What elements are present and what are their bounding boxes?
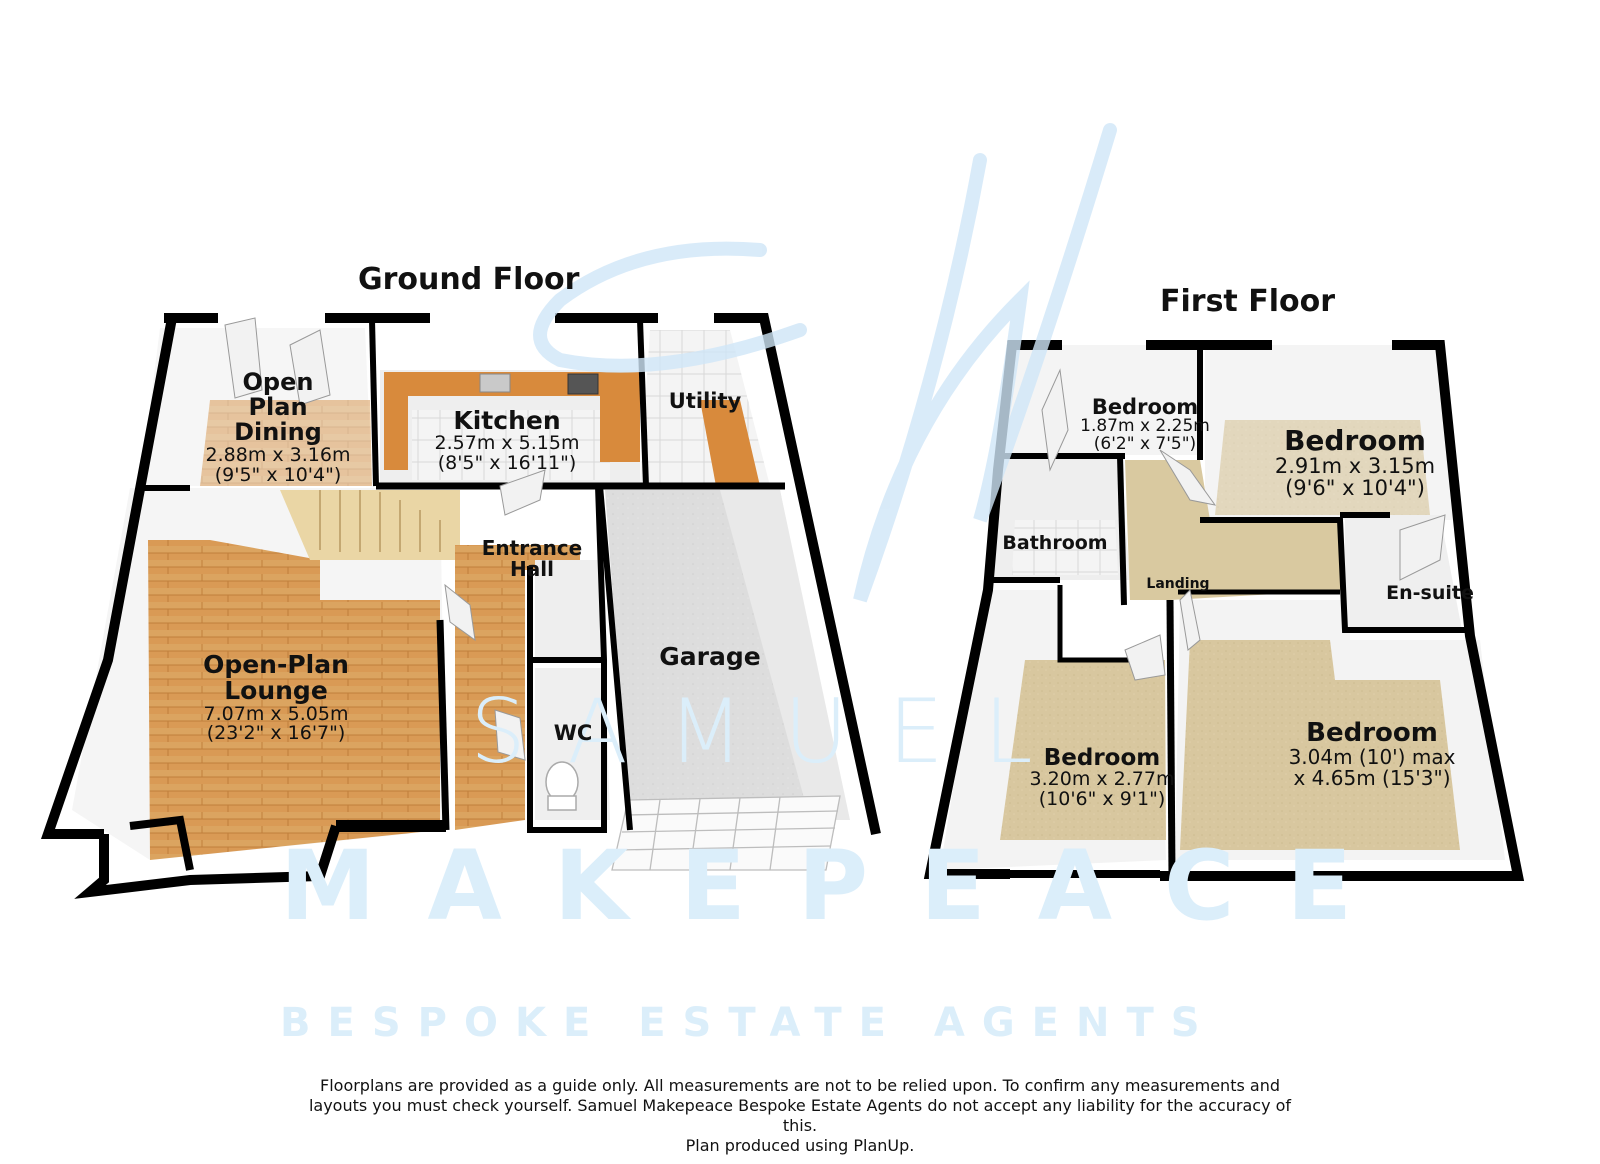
disclaimer-line-2: layouts you must check yourself. Samuel … (308, 1096, 1292, 1115)
disclaimer-line-4: Plan produced using PlanUp. (685, 1136, 915, 1155)
ensuite-label: En-suite (1370, 582, 1490, 604)
small-bedroom-dim-m: 1.87m x 2.25m (1080, 416, 1210, 437)
dining-name-2: Plan (248, 393, 308, 422)
garage-label: Garage (650, 642, 770, 671)
kitchen-tile-floor (412, 410, 610, 480)
watermark-logo (533, 123, 1117, 603)
rear-bedroom-dim-ft: (9'6" x 10'4") (1285, 476, 1425, 501)
landing-floor (1125, 460, 1345, 600)
main-bedroom-dim-2: x 4.65m (15'3") (1293, 766, 1451, 791)
wc-label: WC (548, 722, 598, 744)
lounge-name-2: Lounge (224, 676, 328, 706)
cupboard-floor (535, 560, 600, 660)
small-bedroom-name: Bedroom (1091, 395, 1199, 419)
dining-name-3: Dining (234, 418, 322, 447)
dining-dim-ft: (9'5" x 10'4") (214, 463, 342, 486)
entrance-hall-name-2: Hall (510, 557, 554, 581)
disclaimer-line-3: this. (782, 1116, 818, 1135)
left-bedroom-name: Bedroom (1043, 745, 1161, 771)
lounge-dim-m: 7.07m x 5.05m (203, 702, 349, 725)
small-bedroom-label: Bedroom 1.87m x 2.25m (6'2" x 7'5") (1070, 396, 1220, 454)
lounge-name-1: Open-Plan (203, 650, 349, 679)
stair-treads (319, 490, 441, 552)
stairs (280, 490, 460, 560)
utility-name: Utility (668, 389, 742, 413)
garage-door-panels (611, 795, 841, 871)
disclaimer-line-1: Floorplans are provided as a guide only.… (320, 1076, 1280, 1095)
first-floor-title: First Floor (1160, 284, 1336, 319)
landing-name: Landing (1146, 576, 1210, 592)
bathroom-name: Bathroom (1002, 532, 1108, 554)
kitchen-dim-m: 2.57m x 5.15m (434, 432, 580, 455)
ensuite-name: En-suite (1386, 582, 1474, 604)
kitchen-counter-left (384, 372, 408, 470)
left-bedroom-carpet (1000, 660, 1166, 840)
main-bedroom-carpet (1180, 640, 1460, 850)
main-bedroom-dim-1: 3.04m (10') max (1288, 745, 1456, 770)
garage-side-wall (720, 490, 850, 820)
ground-floor-walls (40, 313, 881, 899)
dining-name-1: Open (242, 368, 314, 396)
entrance-hall-name-1: Entrance (481, 536, 583, 560)
rear-bedroom-name: Bedroom (1284, 424, 1426, 457)
first-floor-doors (1041, 368, 1446, 681)
wc-cistern-icon (547, 795, 577, 811)
watermark-samuel: SAMUEL (470, 680, 1073, 783)
kitchen-hob (567, 373, 599, 395)
left-bedroom-label: Bedroom 3.20m x 2.77m (10'6" x 9'1") (1022, 746, 1182, 810)
kitchen-label: Kitchen 2.57m x 5.15m (8'5" x 16'11") (412, 406, 602, 475)
small-bedroom-dim-ft: (6'2" x 7'5") (1093, 433, 1197, 454)
left-bedroom-dim-m: 3.20m x 2.77m (1029, 768, 1175, 791)
bathroom-tile-floor (1012, 520, 1118, 575)
dining-label: Open Plan Dining 2.88m x 3.16m (9'5" x 1… (188, 368, 368, 486)
garage-name: Garage (659, 642, 761, 671)
lounge-dim-ft: (23'2" x 16'7") (206, 722, 346, 745)
dining-dim-m: 2.88m x 3.16m (205, 443, 351, 466)
lounge-label: Open-Plan Lounge 7.07m x 5.05m (23'2" x … (176, 650, 376, 745)
landing-label: Landing (1138, 577, 1218, 592)
wc-name: WC (553, 721, 593, 745)
lounge-wood-floor (148, 540, 440, 860)
first-floor-walls (923, 340, 1525, 881)
rear-bedroom-label: Bedroom 2.91m x 3.15m (9'6" x 10'4") (1250, 424, 1460, 501)
main-bedroom-name: Bedroom (1306, 718, 1438, 748)
first-floor-plan (923, 340, 1525, 881)
left-bedroom-dim-ft: (10'6" x 9'1") (1038, 788, 1166, 811)
utility-label: Utility (660, 390, 750, 412)
watermark-bespoke: BESPOKE ESTATE AGENTS (280, 1000, 1217, 1046)
ground-floor-plan (40, 313, 881, 899)
entrance-hall-label: Entrance Hall (472, 538, 592, 580)
kitchen-dim-ft: (8'5" x 16'11") (437, 452, 577, 475)
main-bedroom-label: Bedroom 3.04m (10') max x 4.65m (15'3") (1262, 718, 1482, 791)
hall-floor (455, 545, 580, 830)
utility-counter (700, 400, 760, 486)
ground-floor-doors (224, 317, 546, 761)
bathroom-label: Bathroom (990, 532, 1120, 554)
rear-bedroom-dim-m: 2.91m x 3.15m (1274, 454, 1436, 479)
kitchen-name: Kitchen (453, 406, 561, 435)
kitchen-sink (479, 373, 511, 393)
dining-wood-floor (200, 400, 372, 486)
kitchen-counter-right (600, 372, 640, 462)
rear-bedroom-carpet (1215, 420, 1430, 515)
ground-floor-title: Ground Floor (358, 262, 580, 297)
watermark-makepeace: MAKEPEACE (280, 830, 1405, 942)
disclaimer: Floorplans are provided as a guide only.… (270, 1076, 1330, 1156)
